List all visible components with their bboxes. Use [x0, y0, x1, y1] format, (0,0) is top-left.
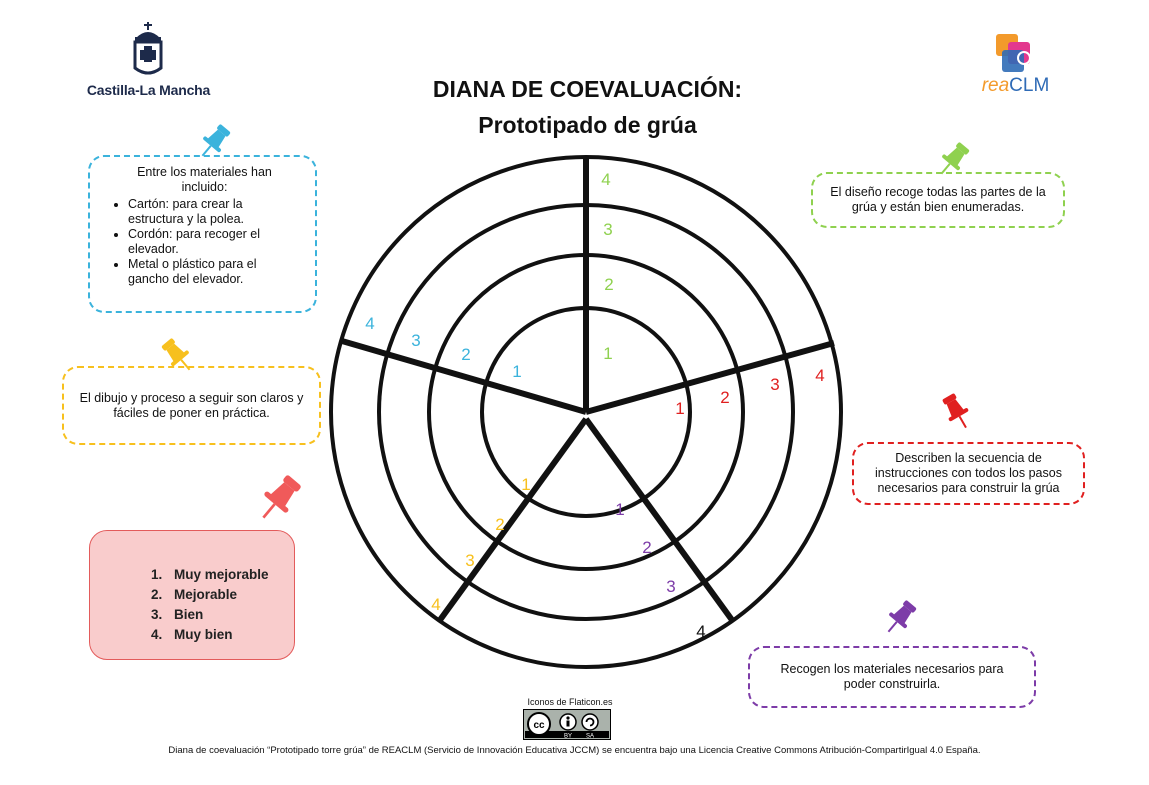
score-purple-2: 2	[642, 538, 651, 557]
score-purple-3: 3	[666, 577, 675, 596]
pushpin-coral-icon	[262, 475, 301, 519]
reaclm-squares-icon	[996, 34, 1031, 72]
target-dividers	[341, 157, 835, 622]
criterion-collect-text: Recogen los materiales necesarios para p…	[780, 662, 1004, 691]
score-yellow-4: 4	[431, 595, 440, 614]
reaclm-logo-text-clm: CLM	[1009, 75, 1050, 96]
criterion-materials-item: Metal o plástico para el gancho del elev…	[128, 257, 301, 287]
score-purple-1: 1	[615, 500, 624, 519]
reaclm-logo-text: reaCLM	[968, 76, 1063, 96]
score-purple-4: 4	[696, 622, 705, 641]
page-title: DIANA DE COEVALUACIÓN:	[432, 76, 743, 102]
reaclm-logo: reaCLM	[968, 30, 1063, 100]
score-legend-item: Muy mejorable	[166, 565, 294, 585]
criterion-design-text: El diseño recoge todas las partes de la …	[830, 185, 1046, 214]
cc-by-label: BY	[564, 733, 572, 739]
page-subtitle: Prototipado de grúa	[478, 112, 697, 138]
criterion-materials-list: Cartón: para crear la estructura y la po…	[108, 197, 301, 287]
cc-sa-label: SA	[586, 733, 594, 739]
criterion-materials-intro: Entre los materiales han incluido:	[137, 165, 272, 194]
divider-lower-left	[437, 417, 589, 622]
pushpin-blue-icon	[201, 124, 231, 157]
score-red-4: 4	[815, 366, 824, 385]
cc-by-sa-badge-icon: cc BY SA	[523, 709, 611, 740]
criterion-design-box: El diseño recoge todas las partes de la …	[811, 172, 1065, 228]
score-red-2: 2	[720, 388, 729, 407]
svg-text:cc: cc	[533, 720, 545, 731]
divider-lower-right	[583, 417, 735, 622]
score-green-1: 1	[603, 344, 612, 363]
score-yellow-3: 3	[465, 551, 474, 570]
criterion-collect-box: Recogen los materiales necesarios para p…	[748, 646, 1036, 708]
criterion-materials-item: Cartón: para crear la estructura y la po…	[128, 197, 301, 227]
pushpin-yellow-icon	[161, 338, 191, 371]
criterion-materials-box: Entre los materiales han incluido: Cartó…	[88, 155, 317, 313]
clm-logo: Castilla-La Mancha	[86, 20, 211, 100]
reaclm-logo-text-rea: rea	[981, 75, 1010, 96]
score-legend: Muy mejorable Mejorable Bien Muy bien	[89, 530, 295, 660]
score-legend-list: Muy mejorable Mejorable Bien Muy bien	[90, 531, 294, 645]
score-green-3: 3	[603, 220, 612, 239]
score-legend-item: Muy bien	[166, 625, 294, 645]
score-green-2: 2	[604, 275, 613, 294]
score-blue-1: 1	[512, 362, 521, 381]
clm-shield-icon	[133, 22, 163, 75]
divider-right	[585, 340, 835, 415]
score-yellow-1: 1	[521, 475, 530, 494]
score-red-1: 1	[675, 399, 684, 418]
criterion-drawing-box: El dibujo y proceso a seguir son claros …	[62, 366, 321, 445]
criterion-sequence-box: Describen la secuencia de instrucciones …	[852, 442, 1085, 505]
pushpin-purple-icon	[887, 600, 917, 633]
score-green-4: 4	[601, 170, 610, 189]
score-blue-3: 3	[411, 331, 420, 350]
divider-left	[341, 338, 587, 415]
score-blue-4: 4	[365, 314, 374, 333]
score-yellow-2: 2	[495, 515, 504, 534]
target-scores: 1 2 3 4 1 2 3 4 1 2 3 4 1 2 3 4 1 2 3 4	[365, 170, 824, 641]
license-footer: Diana de coevaluación “Prototipado torre…	[168, 745, 981, 756]
score-legend-item: Bien	[166, 605, 294, 625]
criterion-drawing-text: El dibujo y proceso a seguir son claros …	[79, 390, 304, 420]
score-red-3: 3	[770, 375, 779, 394]
criterion-sequence-text: Describen la secuencia de instrucciones …	[875, 451, 1062, 495]
clm-logo-text: Castilla-La Mancha	[86, 82, 211, 98]
score-legend-item: Mejorable	[166, 585, 294, 605]
pushpin-red-icon	[942, 393, 969, 429]
score-blue-2: 2	[461, 345, 470, 364]
criterion-materials-item: Cordón: para recoger el elevador.	[128, 227, 301, 257]
flaticon-credit: Iconos de Flaticon.es	[527, 697, 613, 707]
pushpin-green-icon	[940, 142, 970, 175]
